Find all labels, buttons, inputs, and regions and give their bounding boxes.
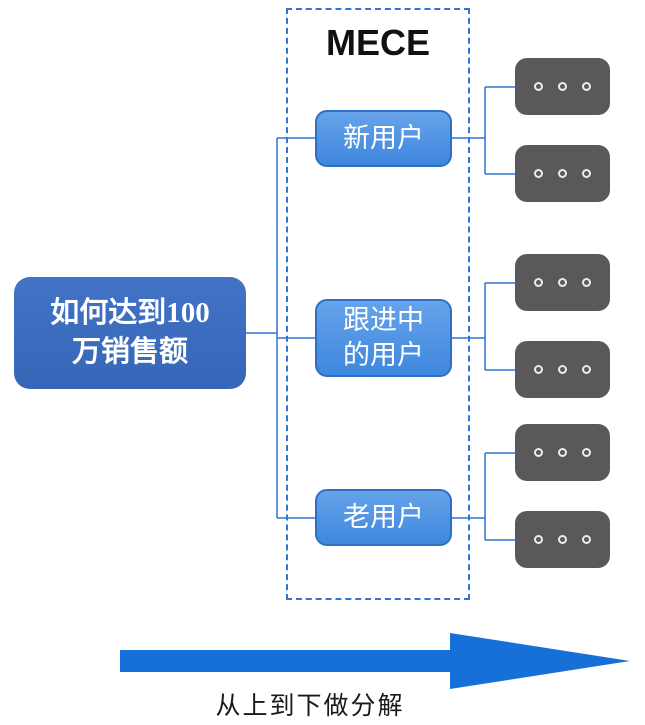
flow-arrow (120, 633, 630, 689)
ellipsis-dot-icon (534, 365, 543, 374)
caption-text: 从上到下做分解 (215, 693, 405, 720)
mece-title: MECE (325, 22, 430, 63)
ellipsis-dot-icon (534, 278, 543, 287)
placeholder-node (515, 511, 610, 568)
placeholder-node (515, 424, 610, 481)
ellipsis-dot-icon (558, 278, 567, 287)
ellipsis-dot-icon (558, 448, 567, 457)
ellipsis-dot-icon (558, 169, 567, 178)
ellipsis-dot-icon (558, 535, 567, 544)
ellipsis-dot-icon (558, 365, 567, 374)
placeholder-node (515, 254, 610, 311)
root-node: 如何达到100 万销售额 (14, 277, 246, 389)
placeholder-node (515, 58, 610, 115)
ellipsis-dot-icon (582, 448, 591, 457)
ellipsis-dot-icon (582, 169, 591, 178)
ellipsis-dot-icon (582, 365, 591, 374)
placeholder-node (515, 341, 610, 398)
ellipsis-dot-icon (534, 535, 543, 544)
ellipsis-dot-icon (534, 448, 543, 457)
node-following-users: 跟进中 的用户 (315, 299, 452, 377)
placeholder-node (515, 145, 610, 202)
ellipsis-dot-icon (534, 82, 543, 91)
ellipsis-dot-icon (558, 82, 567, 91)
node-new-users: 新用户 (315, 110, 452, 167)
mece-container: MECE (286, 8, 470, 600)
ellipsis-dot-icon (582, 278, 591, 287)
node-old-users: 老用户 (315, 489, 452, 546)
ellipsis-dot-icon (534, 169, 543, 178)
ellipsis-dot-icon (582, 82, 591, 91)
ellipsis-dot-icon (582, 535, 591, 544)
